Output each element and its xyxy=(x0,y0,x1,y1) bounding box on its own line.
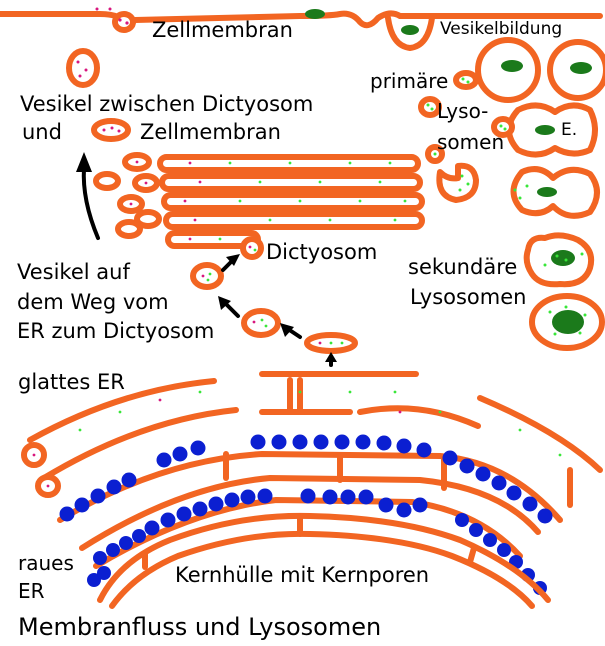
label-vesikel-auf: Vesikel auf xyxy=(17,260,130,284)
label-und: und xyxy=(22,120,62,144)
label-vesikel-zwischen: Vesikel zwischen Dictyosom xyxy=(20,92,313,116)
label-dem-weg: dem Weg vom xyxy=(17,290,169,314)
label-lyso: Lyso- xyxy=(437,100,488,123)
label-dictyosom: Dictyosom xyxy=(266,240,377,264)
label-sekundaere: sekundäre xyxy=(408,255,517,279)
label-zellmembran-2: Zellmembran xyxy=(140,120,281,144)
label-raues: raues xyxy=(18,552,74,575)
label-lysosomen: Lysosomen xyxy=(410,285,526,309)
transport-vesicles xyxy=(193,265,355,351)
figure-caption: Membranfluss und Lysosomen xyxy=(18,614,381,642)
label-zellmembran: Zellmembran xyxy=(152,18,293,42)
label-er-zum: ER zum Dictyosom xyxy=(17,319,214,343)
label-vesikelbildung: Vesikelbildung xyxy=(440,20,562,40)
label-somen: somen xyxy=(437,131,504,154)
secondary-lysosomes xyxy=(527,235,602,348)
label-er: ER xyxy=(18,580,45,603)
label-primaere: primäre xyxy=(370,70,448,93)
label-e: E. xyxy=(561,121,577,141)
label-glattes-er: glattes ER xyxy=(18,370,125,394)
label-kernhuelle: Kernhülle mit Kernporen xyxy=(175,563,429,587)
